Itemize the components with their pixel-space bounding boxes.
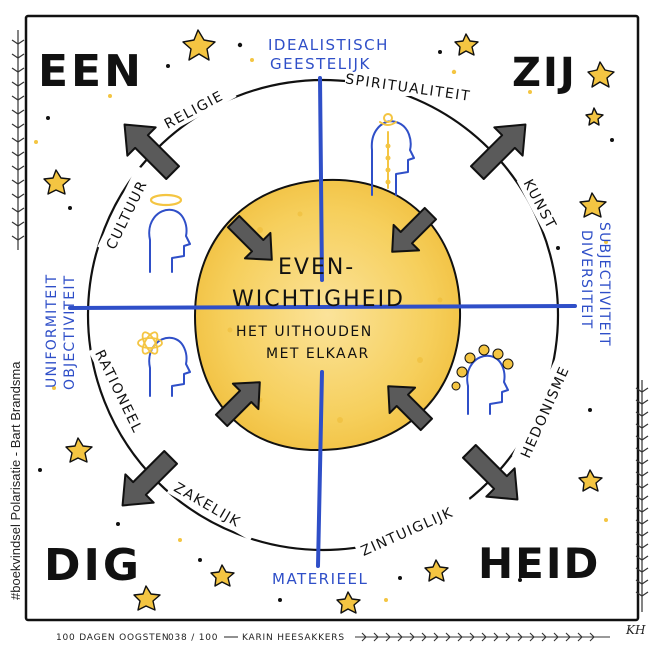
outer-frame xyxy=(24,14,640,622)
vertical-axis-top xyxy=(318,76,324,282)
center-title-line1: EVEN- xyxy=(278,255,355,280)
decorative-stars xyxy=(43,29,615,614)
side-credit: #boekvindsel Polarisatie - Bart Brandsma xyxy=(8,361,23,600)
axis-right-line2: SUBJECTIVITEIT xyxy=(596,222,612,347)
axis-left-line2: OBJECTIVITEIT xyxy=(62,275,78,390)
ring-label-bg xyxy=(352,491,476,563)
axis-top-line1: IDEALISTISCH xyxy=(268,36,389,54)
arrow-top-left xyxy=(123,123,180,180)
corner-top-right: ZIJ xyxy=(512,50,577,96)
arrow-in-bottom-right xyxy=(387,385,434,432)
corner-bottom-left: DIG xyxy=(44,540,142,591)
center-sub-line1: HET UITHOUDEN xyxy=(236,324,373,340)
horizontal-axis xyxy=(68,304,577,310)
ring-label-bg xyxy=(166,473,262,541)
ring-label-bg xyxy=(511,357,577,465)
axis-right-line1: DIVERSITEIT xyxy=(578,230,594,329)
ring-label-bg xyxy=(157,77,237,134)
arrow-bottom-right xyxy=(462,444,519,501)
axis-left-line1: UNIFORMITEIT xyxy=(44,274,60,388)
ring-label-rationeel: RATIONEEL xyxy=(91,347,145,436)
decorative-dots xyxy=(34,42,614,602)
footer-series: 100 DAGEN OOGSTEN xyxy=(56,633,169,643)
arrow-in-top-right xyxy=(391,206,438,253)
ring-label-hedonisme: HEDONISME xyxy=(518,364,573,461)
arrow-in-bottom-left xyxy=(214,381,261,428)
footer: 100 DAGEN OOGSTEN 038 / 100 KARIN HEESAK… xyxy=(56,623,646,643)
corner-top-left: EEN xyxy=(38,46,144,97)
center-title-line2: WICHTIGHEID xyxy=(232,287,405,312)
vertical-axis-bottom xyxy=(316,370,324,568)
arrow-in-top-left xyxy=(226,214,273,261)
figure-spiritual-head xyxy=(370,113,415,196)
arrow-bottom-left xyxy=(121,450,178,507)
arrows-outward xyxy=(121,123,527,507)
axis-bottom: MATERIEEL xyxy=(272,570,368,588)
arrows-inward xyxy=(214,206,438,432)
ring-label-bg xyxy=(97,165,157,257)
arrow-top-right xyxy=(470,123,527,180)
ring-label-bg xyxy=(88,341,156,449)
figure-rational-head xyxy=(137,331,191,397)
figure-halo-head xyxy=(148,193,191,273)
corner-bottom-right: HEID xyxy=(478,539,600,588)
figure-flower-crown-head xyxy=(451,344,514,415)
right-border-garland xyxy=(635,380,649,612)
footer-author: KARIN HEESAKKERS xyxy=(242,633,345,643)
footer-garland xyxy=(355,632,610,642)
center-sub-line2: MET ELKAAR xyxy=(266,346,370,362)
ring-label-bg xyxy=(345,74,467,96)
left-border-garland xyxy=(11,30,25,250)
ring-label-bg xyxy=(516,170,570,244)
outer-ring xyxy=(86,78,560,552)
ring-label-zintuiglijk: ZINTUIGLIJK xyxy=(359,505,457,560)
signature: KH xyxy=(625,623,646,637)
axis-top-line2: GEESTELIJK xyxy=(270,55,371,73)
footer-count: 038 / 100 xyxy=(168,633,218,643)
